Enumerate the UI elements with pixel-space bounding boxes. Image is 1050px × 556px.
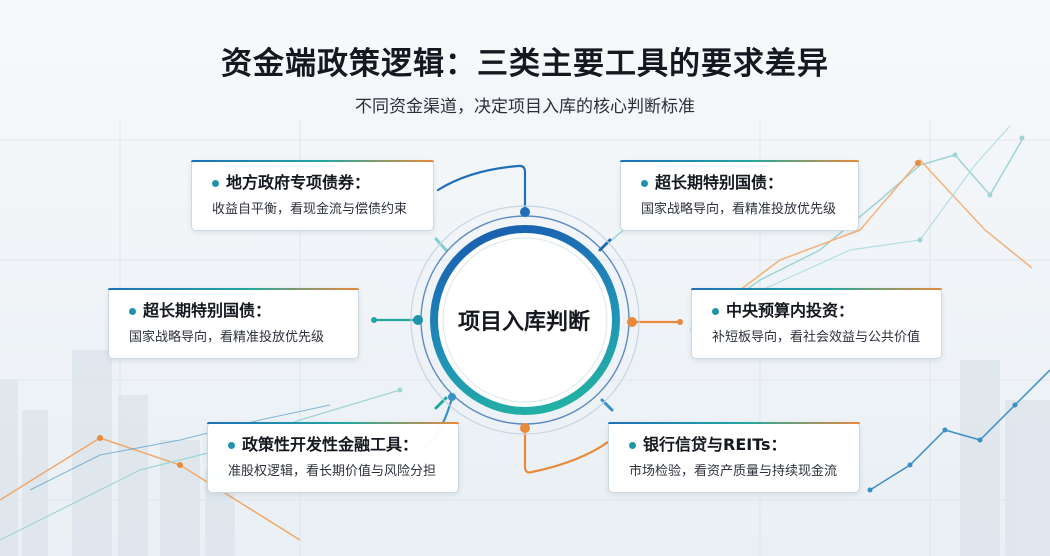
anchor-nodes <box>371 207 683 433</box>
card-central-budget: 中央预算内投资： 补短板导向，看社会效益与公共价值 <box>691 288 942 359</box>
bullet-dot-icon <box>228 442 235 449</box>
card-title: 地方政府专项债券： <box>226 173 371 192</box>
connector-tick-top-left <box>434 237 448 252</box>
card-description: 市场检验，看资产质量与持续现金流 <box>629 464 838 479</box>
node-top <box>520 207 530 217</box>
node-right <box>627 317 637 327</box>
hub-disc <box>431 226 619 414</box>
node-end-left <box>371 317 377 323</box>
node-end-right <box>677 319 683 325</box>
bullet-dot-icon <box>212 180 219 187</box>
card-description: 国家战略导向，看精准投放优先级 <box>129 330 325 345</box>
connector-top <box>436 164 527 214</box>
card-ultra-long-bond-left: 超长期特别国债： 国家战略导向，看精准投放优先级 <box>108 288 359 359</box>
card-description: 补短板导向，看社会效益与公共价值 <box>712 330 921 345</box>
hub-inner-ring <box>442 237 608 403</box>
node-left <box>413 315 423 325</box>
card-title: 银行信贷与REITs： <box>643 435 787 454</box>
card-description: 收益自平衡，看现金流与偿债约束 <box>212 202 408 217</box>
bullet-dot-icon <box>129 308 136 315</box>
bullet-dot-icon <box>641 180 648 187</box>
card-local-special-bond: 地方政府专项债券： 收益自平衡，看现金流与偿债约束 <box>191 160 434 231</box>
card-title: 中央预算内投资： <box>726 301 855 320</box>
bullet-dot-icon <box>629 442 636 449</box>
page-subtitle: 不同资金渠道，决定项目入库的核心判断标准 <box>355 97 695 117</box>
connector-tick-bottom-left <box>434 396 448 410</box>
card-ultra-long-bond-right: 超长期特别国债： 国家战略导向，看精准投放优先级 <box>620 160 859 231</box>
connector-tick-top-right <box>598 238 612 252</box>
hub-outer-ring <box>410 205 640 435</box>
card-title: 政策性开发性金融工具： <box>242 435 419 454</box>
card-title: 超长期特别国债： <box>655 173 784 192</box>
connector-bottom <box>523 426 610 474</box>
connector-tick-bottom-right <box>600 398 614 412</box>
card-description: 国家战略导向，看精准投放优先级 <box>641 202 837 217</box>
card-title: 超长期特别国债： <box>143 301 272 320</box>
card-bank-credit-reits: 银行信贷与REITs： 市场检验，看资产质量与持续现金流 <box>608 422 860 493</box>
hub-gradient-ring <box>430 225 620 415</box>
hub-center-label: 项目入库判断 <box>457 310 590 335</box>
page-title: 资金端政策逻辑：三类主要工具的要求差异 <box>221 46 829 82</box>
bullet-dot-icon <box>712 308 719 315</box>
node-bottom <box>520 423 530 433</box>
card-description: 准股权逻辑，看长期价值与风险分担 <box>228 464 437 479</box>
card-policy-finance-tool: 政策性开发性金融工具： 准股权逻辑，看长期价值与风险分担 <box>207 422 459 493</box>
node-bottom-left <box>448 393 456 401</box>
